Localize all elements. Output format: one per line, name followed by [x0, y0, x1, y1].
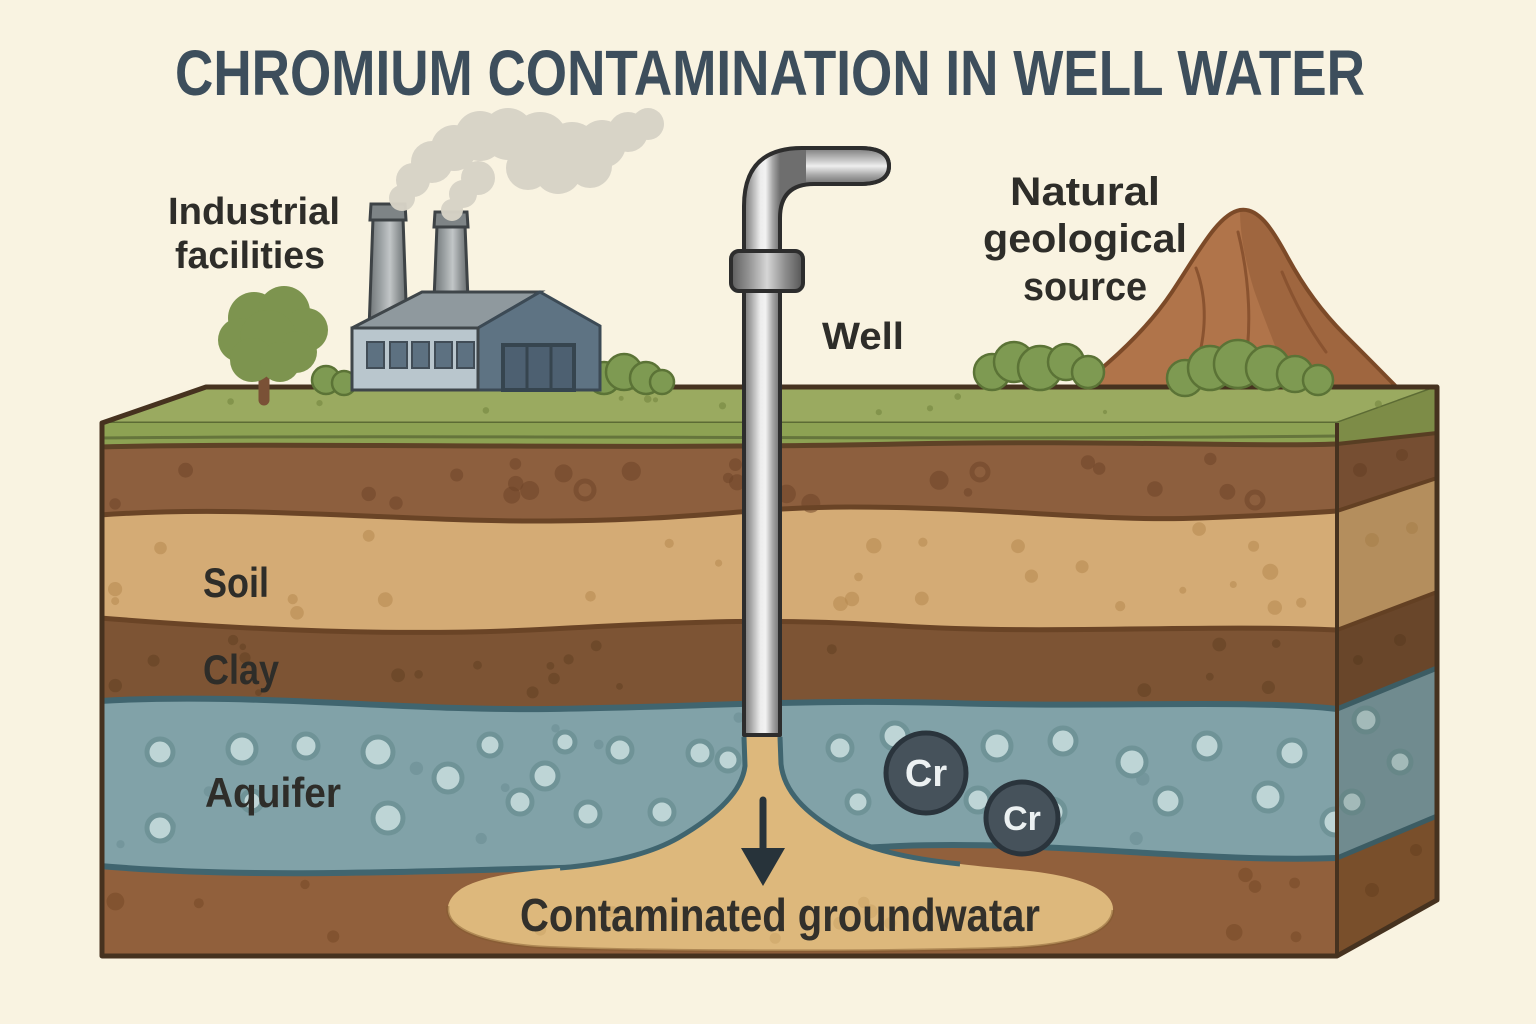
label-industrial-facilities: facilities — [175, 235, 325, 277]
bushes — [310, 338, 1335, 398]
chromium-particle: Cr — [883, 730, 969, 816]
plume-edge-left — [559, 736, 748, 871]
plume-edge-right — [777, 736, 961, 867]
factory-windows — [366, 341, 475, 369]
smoke-plume — [389, 108, 664, 221]
aquifer-bubbles — [144, 720, 1351, 844]
label-contaminated-groundwater: Contaminated groundwatar — [520, 889, 1040, 941]
tree-foliage — [218, 286, 328, 382]
pebble-rings — [573, 461, 1266, 511]
label-well: Well — [822, 316, 904, 358]
label-natural-geological-source: geological — [983, 217, 1187, 261]
well-pipe — [729, 146, 892, 737]
grass-texture — [227, 393, 1382, 416]
chromium-particle: Cr — [983, 779, 1061, 857]
pipe-collar — [729, 249, 805, 293]
label-clay-layer: Clay — [203, 646, 280, 693]
smokestack — [432, 223, 470, 302]
label-natural-geological-source: Natural — [1010, 170, 1160, 214]
side-bubbles — [1338, 705, 1414, 816]
tree — [218, 286, 328, 406]
contamination-plume — [447, 733, 1114, 951]
label-industrial-facilities: Industrial — [168, 191, 340, 233]
plume-texture — [534, 896, 897, 944]
soil-texture — [108, 522, 1307, 620]
block-side-face — [1336, 387, 1438, 956]
seepage-arrow — [741, 796, 785, 886]
chromium-symbol: Cr — [1003, 800, 1041, 838]
label-natural-geological-source: source — [1023, 265, 1147, 309]
block-outline — [99, 384, 1440, 959]
earth-cross-section: Cr Cr — [99, 384, 1440, 959]
chromium-symbol: Cr — [905, 753, 947, 795]
side-texture — [1353, 449, 1422, 897]
label-aquifer-layer: Aquifer — [205, 769, 341, 816]
page-title: CHROMIUM CONTAMINATION IN WELL WATER — [175, 37, 1365, 109]
factory — [350, 202, 602, 392]
bottom-texture — [106, 867, 1302, 943]
factory-door — [501, 343, 576, 392]
label-soil-layer: Soil — [203, 559, 269, 606]
